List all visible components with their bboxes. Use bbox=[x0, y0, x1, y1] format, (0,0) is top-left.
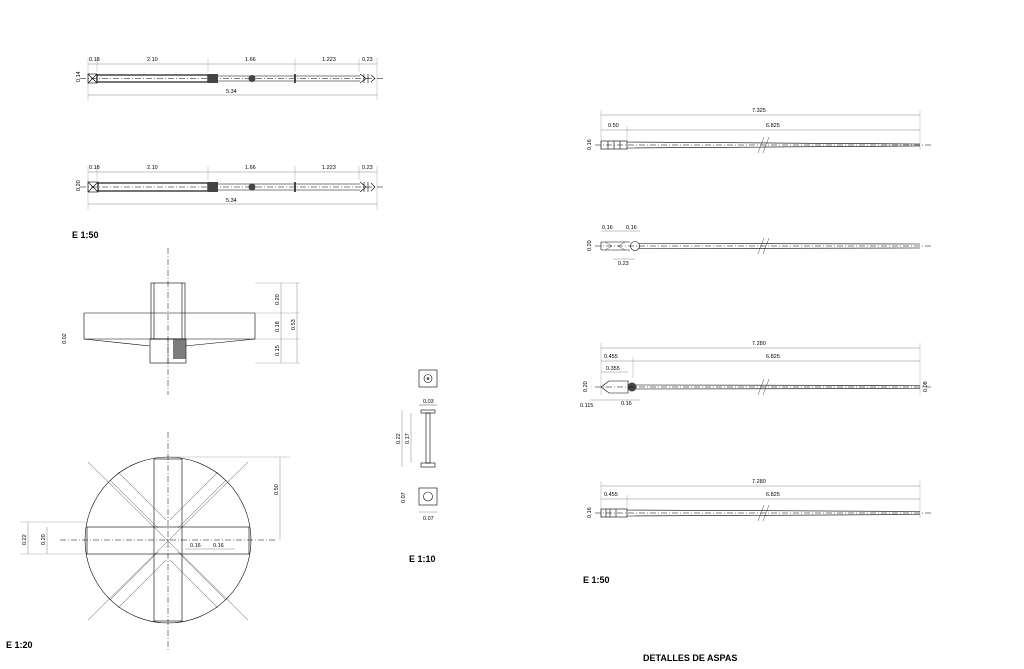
shaft2-total: 5.34 bbox=[226, 198, 237, 204]
blade-2: 0.16 0.16 0.23 0.20 bbox=[587, 225, 932, 267]
hub-plan-off2: 0.16 bbox=[213, 543, 224, 549]
bolt-dim4: 0.07 bbox=[423, 516, 434, 522]
hub-h3: 0.15 bbox=[275, 345, 281, 356]
shaft1-seg2: 2.10 bbox=[147, 57, 158, 63]
shaft-2: 0.18 2.10 1.66 1.223 0.23 0.20 5.34 bbox=[76, 165, 385, 210]
bolt-dim3: 0.17 bbox=[405, 433, 411, 444]
shaft1-height: 0.14 bbox=[76, 71, 82, 82]
blade3-total: 7.280 bbox=[752, 341, 766, 347]
shaft2-seg2: 2.10 bbox=[147, 165, 158, 171]
blade2-left: 0.16 bbox=[602, 225, 613, 231]
blade4-part1: 0.455 bbox=[604, 492, 618, 498]
blade3-part1: 0.455 bbox=[604, 354, 618, 360]
shaft2-seg1: 0.18 bbox=[89, 165, 100, 171]
hub-plan-off1: 0.16 bbox=[190, 543, 201, 549]
blade2-right: 0.16 bbox=[626, 225, 637, 231]
blade2-bottom: 0.23 bbox=[618, 261, 629, 267]
blade3-bottom2: 0.16 bbox=[621, 401, 632, 407]
shaft1-seg1: 0.18 bbox=[89, 57, 100, 63]
shaft1-seg4: 1.223 bbox=[322, 57, 336, 63]
blade1-total: 7.325 bbox=[752, 108, 766, 114]
hub-plan: 0.50 0.22 0.20 0.16 0.16 bbox=[20, 432, 290, 650]
blade4-total: 7.280 bbox=[752, 479, 766, 485]
blade-4: 7.280 0.455 6.825 0.16 bbox=[587, 479, 932, 522]
scale-hub-label: E 1:20 bbox=[6, 640, 33, 650]
blade1-part1: 0.50 bbox=[608, 123, 619, 129]
blade3-bottom1: 0.115 bbox=[580, 403, 593, 409]
blade1-height: 0.16 bbox=[587, 139, 593, 150]
blade3-part2: 6.825 bbox=[766, 354, 780, 360]
sheet-title: DETALLES DE ASPAS bbox=[643, 653, 737, 663]
bolt-detail: 0.03 0.22 0.17 0.07 0.07 bbox=[396, 369, 438, 522]
blade4-height: 0.16 bbox=[587, 507, 593, 518]
scale-shafts-label: E 1:50 bbox=[72, 230, 99, 240]
blade1-part2: 6.825 bbox=[766, 123, 780, 129]
blade3-sub: 0.355 bbox=[606, 366, 620, 372]
hub-plan-radius: 0.50 bbox=[274, 484, 280, 495]
hub-plan-w1: 0.22 bbox=[22, 534, 28, 545]
bolt-dim2: 0.22 bbox=[396, 433, 402, 444]
bolt-dim5: 0.07 bbox=[401, 492, 407, 503]
blade3-end-height: 0.08 bbox=[923, 381, 929, 392]
blade4-part2: 6.825 bbox=[766, 492, 780, 498]
hub-h2: 0.18 bbox=[275, 321, 281, 332]
hub-section: 0.20 0.18 0.15 0.53 0.02 bbox=[62, 248, 300, 395]
hub-total-height: 0.53 bbox=[291, 319, 297, 330]
hub-plan-w2: 0.20 bbox=[41, 534, 47, 545]
blade3-height: 0.20 bbox=[583, 381, 589, 392]
shaft1-total: 5.34 bbox=[226, 89, 237, 95]
shaft2-seg3: 1.66 bbox=[245, 165, 256, 171]
shaft-1: 0.18 2.10 1.66 1.223 0.23 0.14 5.34 bbox=[76, 57, 385, 100]
blade2-height: 0.20 bbox=[587, 240, 593, 251]
bolt-dim1: 0.03 bbox=[423, 399, 434, 405]
shaft2-seg5: 0.23 bbox=[362, 165, 373, 171]
scale-blades-label: E 1:50 bbox=[583, 575, 610, 585]
blade-3: 7.280 0.455 6.825 0.355 0.115 0.16 0.20 … bbox=[580, 341, 932, 409]
shaft2-seg4: 1.223 bbox=[322, 165, 336, 171]
hub-h1: 0.20 bbox=[275, 294, 281, 305]
shaft1-seg5: 0.23 bbox=[362, 57, 373, 63]
blade-1: 7.325 0.50 6.825 0.16 bbox=[587, 108, 932, 154]
shaft2-height: 0.20 bbox=[76, 180, 82, 191]
hub-flange: 0.02 bbox=[62, 333, 68, 344]
shaft1-seg3: 1.66 bbox=[245, 57, 256, 63]
scale-bolt-label: E 1:10 bbox=[409, 554, 436, 564]
